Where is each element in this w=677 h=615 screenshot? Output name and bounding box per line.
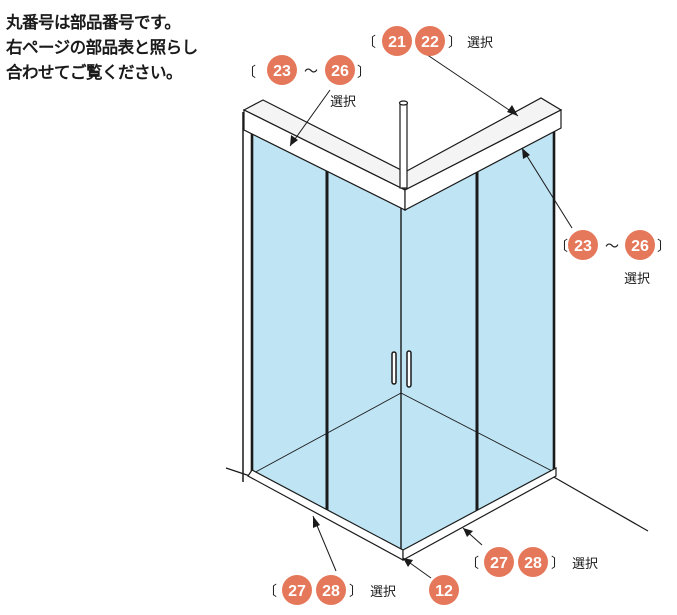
callout-top-left: 〔 23 ～ 26 〕 選択 (242, 55, 371, 110)
callout-bottom-right: 〔 27 28 〕 選択 (465, 547, 598, 577)
part-badge (568, 230, 598, 260)
arrowhead-bottom-right (463, 528, 473, 537)
part-badge (625, 230, 655, 260)
instruction-note: 丸番号は部品番号です。 右ページの部品表と照らし 合わせてご覧ください。 (6, 10, 256, 85)
glass-panel-left-fixed (251, 125, 328, 514)
callout-bottom-center: 12 (429, 575, 459, 605)
support-pole (399, 103, 408, 189)
glass-panel-left-door (326, 164, 402, 554)
bracket-close: 〕 (357, 65, 371, 81)
floor-line-right (551, 475, 649, 532)
door-handle-right (406, 350, 412, 388)
bracket-open: 〔 (263, 584, 277, 600)
part-badge (316, 575, 346, 605)
range-tilde: ～ (605, 239, 619, 255)
select-label: 選択 (330, 95, 356, 110)
part-number: 27 (288, 583, 306, 600)
note-line-1: 丸番号は部品番号です。 (6, 13, 181, 32)
bracket-open: 〔 (362, 35, 376, 51)
bracket-close: 〕 (551, 556, 565, 572)
bracket-open: 〔 (554, 239, 568, 255)
range-tilde: ～ (304, 64, 318, 80)
part-number: 23 (273, 63, 291, 80)
part-badge (325, 55, 355, 85)
part-number: 28 (322, 583, 340, 600)
part-badge (429, 575, 459, 605)
part-number: 26 (631, 238, 649, 255)
bracket-close: 〕 (349, 584, 363, 600)
select-label: 選択 (624, 272, 650, 287)
part-badge (282, 575, 312, 605)
callout-right: 〔 23 ～ 26 〕 選択 (554, 230, 671, 287)
leader-right (521, 147, 573, 229)
arrowhead-top-left (290, 135, 298, 146)
leader-top-left (289, 89, 331, 147)
part-badge (518, 547, 548, 577)
arrowhead-right (522, 148, 530, 159)
bottom-rail-right (402, 466, 557, 562)
select-label: 選択 (467, 36, 493, 51)
part-badge (382, 26, 412, 56)
select-label: 選択 (572, 557, 598, 572)
part-number: 22 (421, 34, 439, 51)
arrowhead-bottom-left (313, 516, 320, 528)
arrowhead-top-center (507, 105, 518, 116)
note-line-3: 合わせてご覧ください。 (6, 63, 183, 82)
part-number: 28 (524, 555, 542, 572)
top-rail-right-face (404, 109, 562, 211)
arrowhead-bottom-center (403, 558, 413, 567)
leader-top-center (422, 51, 519, 117)
callout-top-center: 〔 21 22 〕 選択 (362, 26, 493, 56)
bracket-close: 〕 (657, 239, 671, 255)
bracket-close: 〕 (448, 35, 462, 51)
callout-bottom-left: 〔 27 28 〕 選択 (263, 575, 396, 605)
bracket-open: 〔 (465, 556, 479, 572)
part-number: 12 (435, 583, 453, 600)
part-number: 23 (574, 238, 592, 255)
glass-panel-right-fixed (476, 126, 555, 513)
door-handle-left (391, 351, 397, 385)
part-badge (484, 547, 514, 577)
part-number: 26 (331, 63, 349, 80)
part-number: 27 (490, 555, 508, 572)
part-number: 21 (388, 34, 406, 51)
part-badge (267, 55, 297, 85)
glass-panel-right-door (400, 165, 478, 554)
part-badge (415, 26, 445, 56)
floor-line-left (225, 467, 251, 477)
bracket-open: 〔 (242, 65, 256, 81)
select-label: 選択 (370, 585, 396, 600)
note-line-2: 右ページの部品表と照らし (6, 38, 198, 57)
support-pole-cap (398, 100, 409, 106)
